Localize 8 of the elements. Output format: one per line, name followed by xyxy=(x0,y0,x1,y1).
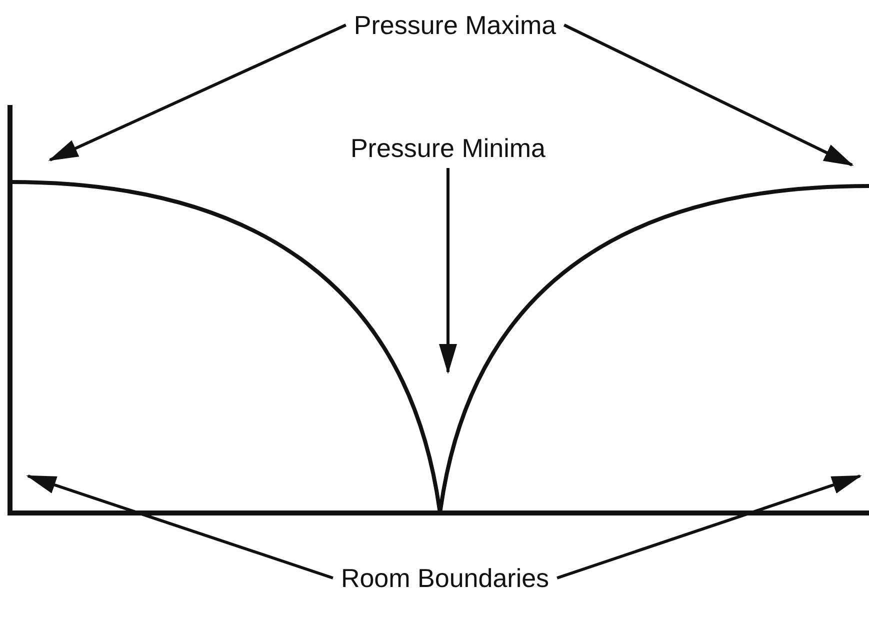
callout-text: Pressure Minima xyxy=(346,128,550,168)
callout-text: Room Boundaries xyxy=(336,558,554,598)
callout-text: Pressure Maxima xyxy=(350,5,560,45)
leader-arrow xyxy=(48,24,346,162)
leader-arrow xyxy=(556,474,862,580)
leader-arrow xyxy=(439,168,457,374)
leader-arrow xyxy=(26,474,334,580)
leader-arrow xyxy=(563,24,854,166)
